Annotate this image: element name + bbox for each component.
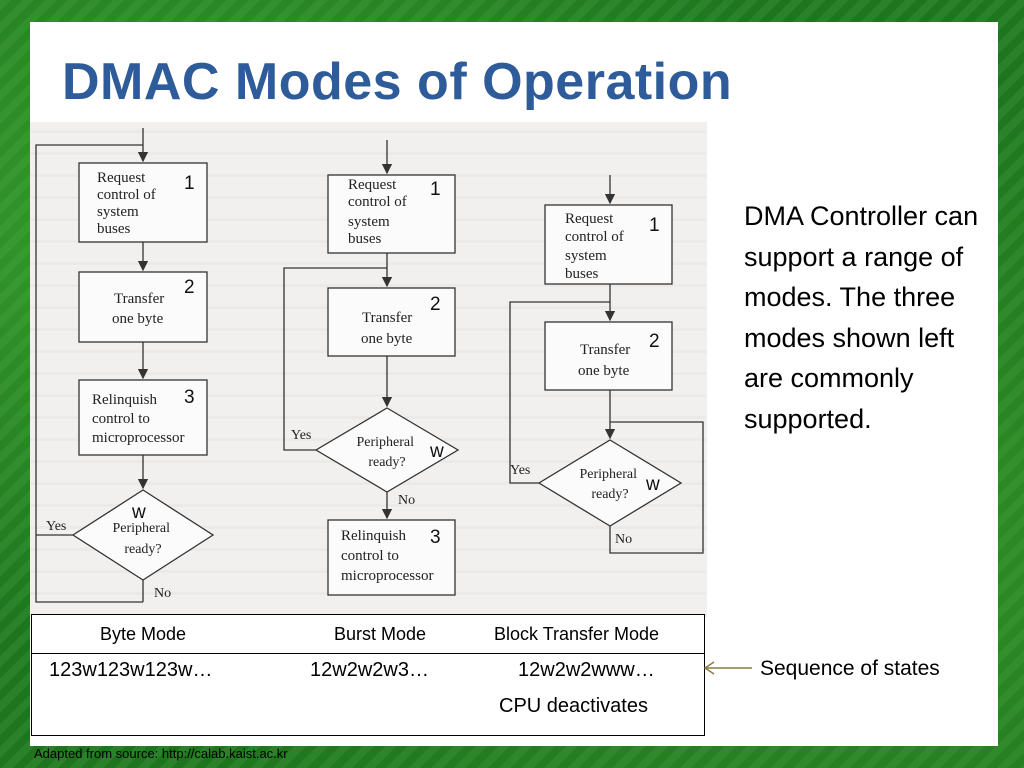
modes-table: Byte Mode Burst Mode Block Transfer Mode… (31, 614, 705, 736)
cpu-deactivates-note: CPU deactivates (499, 695, 648, 717)
burst-request-text: Request control of system buses (348, 177, 410, 247)
modes-table-header: Byte Mode Burst Mode Block Transfer Mode (32, 615, 704, 654)
block-yes-label: Yes (510, 463, 530, 478)
sequence-byte-mode: 123w123w123w… (49, 659, 213, 681)
byte-request-box (78, 162, 208, 243)
byte-no-label: No (154, 586, 171, 601)
byte-step-1: 1 (184, 173, 195, 194)
burst-wait-label: w (429, 441, 444, 462)
sequence-of-states-label: Sequence of states (760, 657, 940, 680)
byte-relinquish-text: Relinquish control to microprocessor (92, 392, 184, 446)
burst-yes-label: Yes (291, 428, 311, 443)
header-burst-mode: Burst Mode (334, 624, 427, 644)
burst-transfer-box (327, 287, 456, 357)
byte-step-2: 2 (184, 277, 195, 298)
slide-title: DMAC Modes of Operation (62, 53, 733, 111)
block-mode-flowchart: Request control of system buses 1 Transf… (509, 175, 704, 554)
burst-relinquish-text: Relinquish control to microprocessor (341, 528, 433, 584)
block-peripheral-text: Peripheral ready? (579, 467, 640, 502)
byte-mode-flowchart: Request control of system buses 1 Transf… (35, 128, 215, 603)
sequence-block-mode: 12w2w2www… (518, 659, 655, 681)
source-credit: Adapted from source: http://calab.kaist.… (34, 746, 288, 761)
burst-request-box (327, 174, 456, 254)
block-request-text: Request control of system buses (565, 211, 627, 282)
burst-no-label: No (398, 493, 415, 508)
burst-transfer-text: Transfer one byte (361, 310, 416, 347)
header-byte-mode: Byte Mode (100, 624, 187, 644)
burst-step-1: 1 (430, 179, 441, 200)
block-transfer-box (544, 321, 673, 391)
block-wait-label: w (645, 474, 660, 495)
byte-transfer-box (78, 271, 208, 343)
byte-peripheral-text: Peripheral ready? (112, 521, 173, 557)
description-text: DMA Controller can support a range of mo… (744, 201, 979, 434)
burst-peripheral-text: Peripheral ready? (356, 435, 417, 470)
byte-step-3: 3 (184, 387, 195, 408)
sequence-arrow-icon (703, 661, 752, 675)
block-transfer-text: Transfer one byte (578, 342, 634, 379)
burst-step-2: 2 (430, 294, 441, 315)
burst-mode-flowchart: Request control of system buses 1 Transf… (283, 140, 460, 596)
byte-relinquish-box (78, 379, 208, 456)
header-block-transfer-mode: Block Transfer Mode (494, 624, 660, 644)
block-no-label: No (615, 532, 632, 547)
byte-wait-label: w (131, 502, 146, 523)
block-request-box (544, 204, 673, 285)
burst-relinquish-box (327, 519, 456, 596)
byte-yes-label: Yes (46, 519, 66, 534)
block-step-1: 1 (649, 215, 660, 236)
block-step-2: 2 (649, 331, 660, 352)
burst-step-3: 3 (430, 527, 441, 548)
byte-request-text: Request control of system buses (97, 170, 159, 237)
sequence-burst-mode: 12w2w2w3… (310, 659, 429, 681)
byte-transfer-text: Transfer one byte (112, 291, 168, 327)
